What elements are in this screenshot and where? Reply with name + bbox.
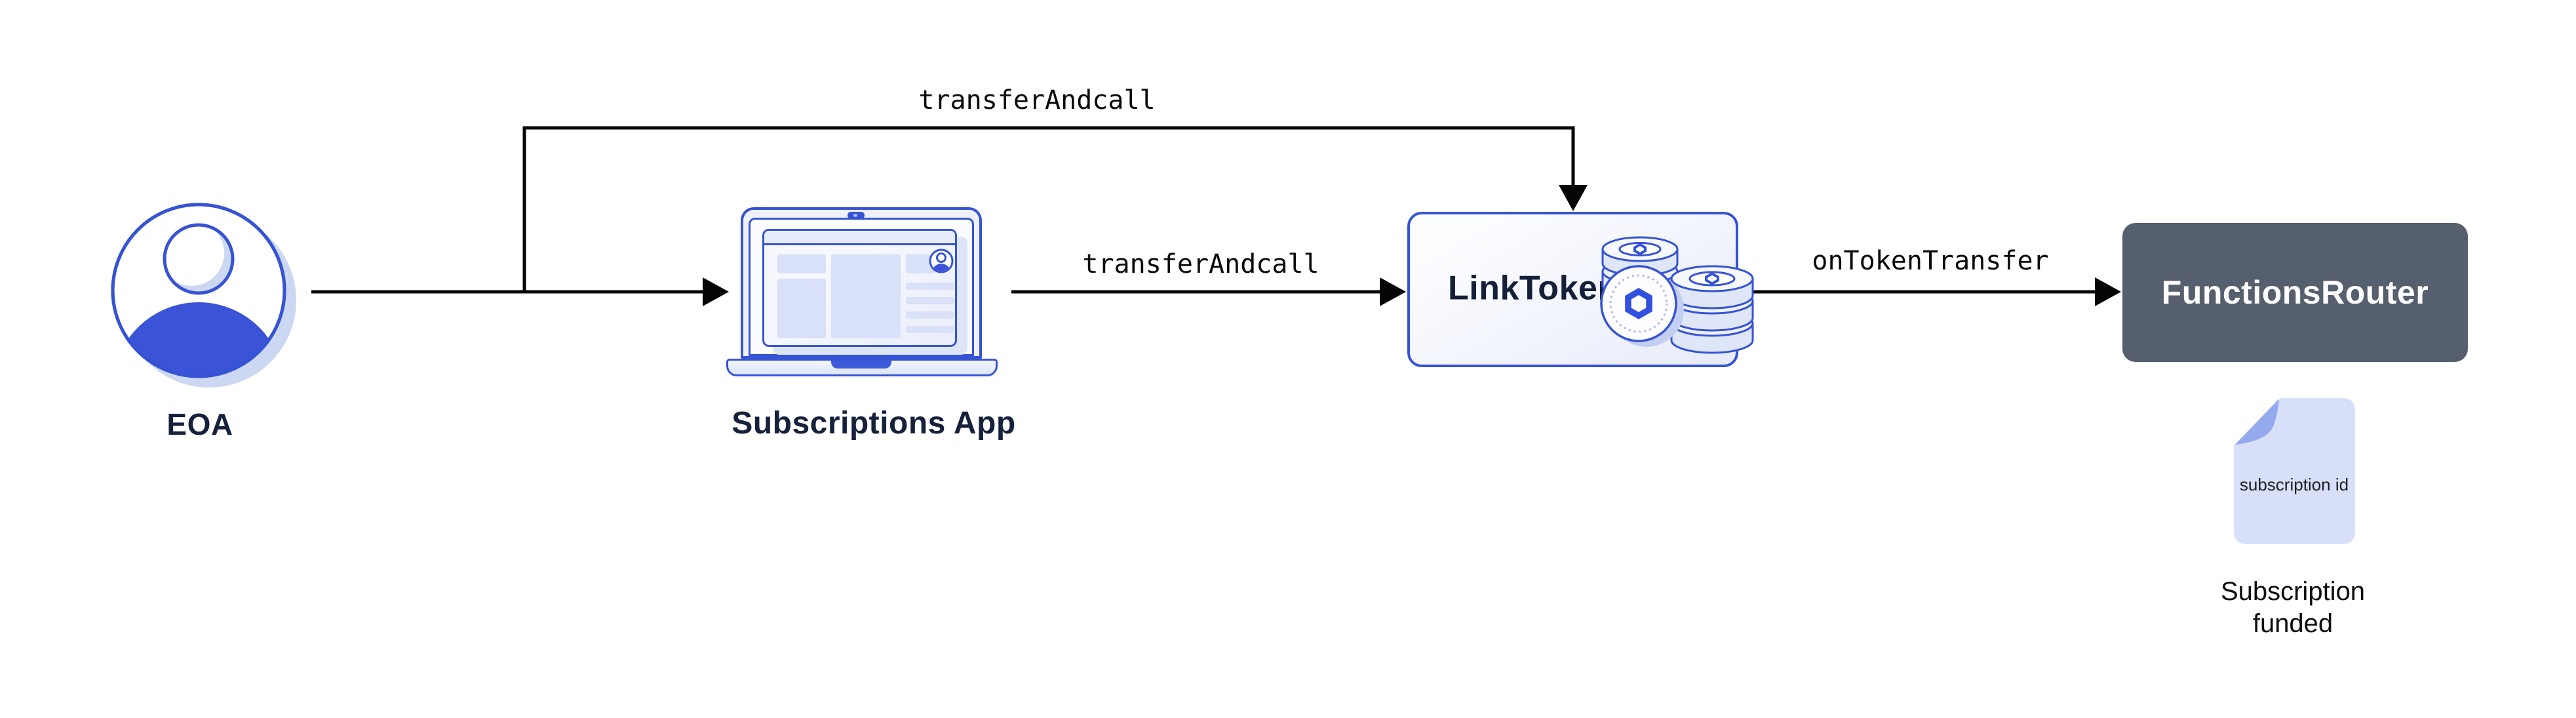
app-window-topbar bbox=[764, 231, 955, 245]
edge-label-transferandcall-top: transferAndcall bbox=[918, 85, 1156, 115]
edge-label-transferandcall-mid: transferAndcall bbox=[1082, 249, 1319, 279]
app-list-row bbox=[906, 297, 954, 304]
laptop-camera-icon bbox=[848, 212, 865, 219]
arrowhead-app-to-linktoken bbox=[1380, 277, 1406, 306]
functions-router-node: FunctionsRouter bbox=[2122, 223, 2468, 362]
arrowhead-eoa-to-linktoken bbox=[1559, 185, 1588, 211]
functions-router-label: FunctionsRouter bbox=[2161, 274, 2429, 311]
arrow-eoa-to-linktoken bbox=[522, 126, 1575, 292]
edge-label-ontokentransfer: onTokenTransfer bbox=[1812, 246, 2049, 276]
app-user-avatar-icon bbox=[929, 249, 954, 273]
app-content-block bbox=[831, 254, 901, 338]
eoa-label: EOA bbox=[166, 407, 233, 441]
app-list-row bbox=[906, 283, 954, 290]
app-list-row bbox=[906, 326, 954, 333]
coins-stack-icon bbox=[1600, 236, 1754, 354]
app-list-row bbox=[906, 311, 954, 319]
arrowhead-linktoken-to-router bbox=[2095, 277, 2121, 306]
app-sidebar-block bbox=[777, 279, 826, 338]
app-sidebar-block bbox=[777, 254, 826, 273]
subscriptions-app-label: Subscriptions App bbox=[732, 406, 1016, 441]
person-avatar-icon bbox=[111, 203, 296, 388]
subscription-funded-caption: Subscription funded bbox=[2220, 577, 2366, 638]
arrowhead-eoa-to-app bbox=[703, 277, 729, 306]
subscription-id-text: subscription id bbox=[2239, 475, 2349, 494]
laptop-notch bbox=[831, 361, 891, 369]
laptop-app-window bbox=[762, 229, 957, 347]
link-token-label: LinkToken bbox=[1448, 269, 1619, 308]
document-icon bbox=[2234, 398, 2355, 544]
